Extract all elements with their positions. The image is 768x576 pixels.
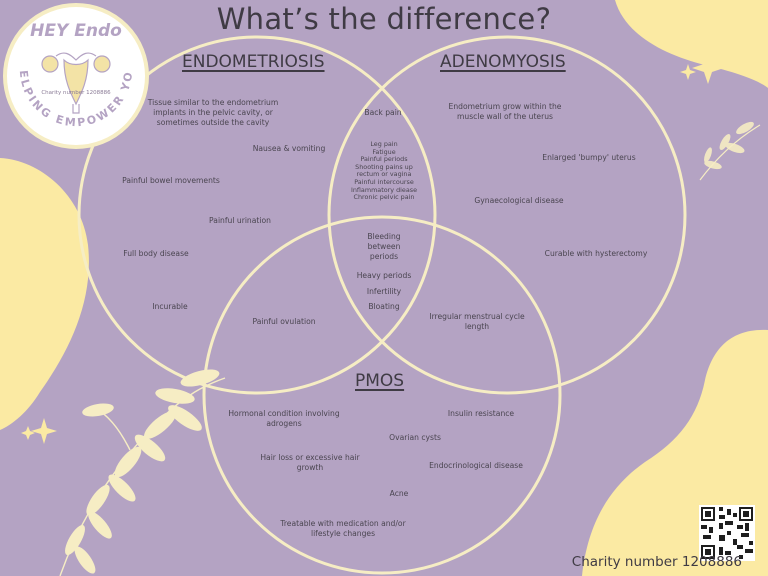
pmos-circle <box>202 215 562 575</box>
adenomyosis-label: ADENOMYOSIS <box>440 52 566 72</box>
sparkle-icon <box>21 418 57 444</box>
endometriosis-item: Painful bowel movements <box>122 176 220 185</box>
adenomyosis-item: Curable with hysterectomy <box>544 249 648 258</box>
adenomyosis-item: Enlarged 'bumpy' uterus <box>542 153 636 162</box>
pmos-item: Ovarian cysts <box>389 433 441 442</box>
leaf-icon <box>699 124 761 181</box>
leaf-icon <box>65 369 220 574</box>
endometriosis-item: Full body disease <box>123 249 189 258</box>
charity-number: Charity number 1208886 <box>571 554 742 570</box>
logo-charity: Charity number 1208886 <box>41 90 111 96</box>
logo-name: HEY Endo <box>30 21 122 41</box>
pmos-item: Acne <box>389 489 409 498</box>
all-three-item: Infertility <box>366 287 402 296</box>
pmos-label: PMOS <box>355 371 405 391</box>
all-three-item: Bloating <box>368 302 400 311</box>
adenomyosis-item: Gynaecological disease <box>474 196 564 205</box>
leaf-icon <box>704 121 754 170</box>
yellow-blob-top-right <box>615 0 768 88</box>
endo-adeno-item: Back pain <box>364 108 402 117</box>
page-title: What’s the difference? <box>216 2 552 36</box>
endometriosis-label: ENDOMETRIOSIS <box>182 52 325 72</box>
sparkle-icon <box>680 52 724 84</box>
endometriosis-circle <box>77 35 437 395</box>
all-three-item: Heavy periods <box>356 271 412 280</box>
pmos-item: Endocrinological disease <box>429 461 523 470</box>
endometriosis-item: Nausea & vomiting <box>252 144 326 153</box>
endometriosis-item: Incurable <box>152 302 188 311</box>
endo-pmos-item: Painful ovulation <box>252 317 316 326</box>
pmos-item: Insulin resistance <box>447 409 515 418</box>
adenomyosis-circle <box>327 35 687 395</box>
uterus-icon <box>41 52 111 114</box>
endometriosis-item: Painful urination <box>209 216 271 225</box>
yellow-blob-left <box>0 158 89 430</box>
